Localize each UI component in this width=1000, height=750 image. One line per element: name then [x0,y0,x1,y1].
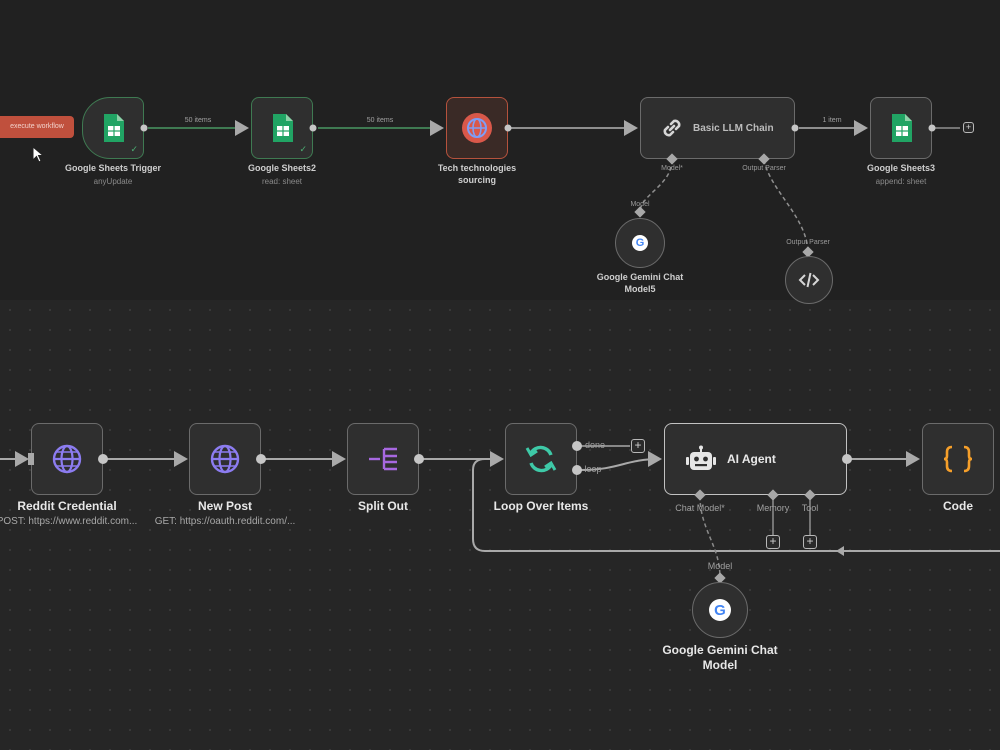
node-title-line2: Model5 [624,284,656,294]
node-title: Google Sheets3 [866,163,936,173]
link-chain-icon [663,119,681,137]
trigger-output-handle[interactable] [140,124,148,132]
success-check-icon: ✓ [130,144,138,154]
mouse-cursor-icon [32,146,45,163]
node-title: Loop Over Items [493,499,589,513]
code-node[interactable] [922,423,994,495]
reddit-output-handle[interactable] [98,454,108,464]
google-sheets-trigger-node[interactable]: ✓ [82,97,144,159]
google-gemini-chat-model5-node[interactable]: G [615,218,665,268]
google-sheets-icon [273,114,293,142]
port-label: Output Parser [786,239,830,246]
output-parser-node[interactable] [785,256,833,304]
node-subtitle: append: sheet [875,177,927,186]
port-label: Model* [661,165,683,172]
loop-done-handle[interactable] [572,441,582,451]
google-g-icon: G [709,599,731,621]
wire-agent-gemini [699,495,721,579]
ai-agent-node[interactable]: AI Agent [664,423,847,495]
basic-llm-chain-node[interactable]: Basic LLM Chain [640,97,795,159]
node-subtitle: GET: https://oauth.reddit.com/... [154,516,296,527]
add-node-plus-button[interactable]: + [963,122,974,133]
node-title: New Post [197,499,253,513]
code-brackets-icon [798,272,820,288]
agent-output-handle[interactable] [842,454,852,464]
node-title: Reddit Credential [17,499,117,513]
add-memory-plus-button[interactable]: + [766,535,780,549]
sheets3-output-handle[interactable] [928,124,936,132]
globe-icon [52,444,82,474]
node-title-line2: Model [702,658,738,672]
node-title: Google Gemini Chat [596,272,684,282]
node-title: Code [943,499,973,513]
tech-technologies-sourcing-node[interactable] [446,97,508,159]
port-label: Memory [756,503,790,513]
node-title: Google Sheets Trigger [64,163,162,173]
split-out-node[interactable] [347,423,419,495]
node-subtitle: read: sheet [261,177,303,186]
node-title: Tech technologies [437,163,517,173]
google-sheets2-node[interactable]: ✓ [251,97,313,159]
node-title-line2: sourcing [457,175,497,185]
loop-over-items-node[interactable] [505,423,577,495]
split-out-icon [369,447,397,471]
llm-output-handle[interactable] [791,124,799,132]
split-output-handle[interactable] [414,454,424,464]
add-tool-plus-button[interactable]: + [803,535,817,549]
node-subtitle: anyUpdate [93,177,133,186]
node-title: AI Agent [727,452,776,466]
google-sheets-icon [104,114,124,142]
port-label: Model [630,201,650,208]
sheets2-output-handle[interactable] [309,124,317,132]
wire-loop-agent [580,451,662,471]
node-title: Split Out [358,499,408,513]
connection-item-count: 50 items [366,117,394,124]
port-label: loop [584,464,602,474]
success-check-icon: ✓ [299,144,307,154]
execute-workflow-chip[interactable]: execute workflow [0,116,74,138]
port-label: Output Parser [742,165,786,172]
google-g-icon: G [632,235,648,251]
curly-braces-icon [943,445,973,473]
port-label: Tool [801,503,819,513]
connection-item-count: 1 item [822,117,842,124]
google-gemini-chat-model-node[interactable]: G [692,582,748,638]
node-title: Basic LLM Chain [693,122,774,134]
robot-icon [686,445,716,470]
google-sheets3-node[interactable] [870,97,932,159]
loop-loop-handle[interactable] [572,465,582,475]
node-title: Google Sheets2 [247,163,317,173]
add-node-plus-button[interactable]: + [631,439,645,453]
refresh-loop-icon [525,445,557,473]
connection-item-count: 50 items [184,117,212,124]
reddit-input-handle[interactable] [28,453,34,465]
port-label: Model [707,561,733,571]
port-label: done [584,440,606,450]
tech-output-handle[interactable] [504,124,512,132]
node-title: Google Gemini Chat [662,643,778,657]
wire-loop-back [472,458,1000,552]
loop-back-arrow [836,546,844,556]
google-sheets-icon [892,114,912,142]
globe-icon [210,444,240,474]
globe-icon [462,113,492,143]
new-post-node[interactable] [189,423,261,495]
wire-llm-parser [763,159,809,251]
node-subtitle: POST: https://www.reddit.com... [0,516,138,527]
port-label: Chat Model* [675,503,725,513]
newpost-output-handle[interactable] [256,454,266,464]
reddit-credential-node[interactable] [31,423,103,495]
